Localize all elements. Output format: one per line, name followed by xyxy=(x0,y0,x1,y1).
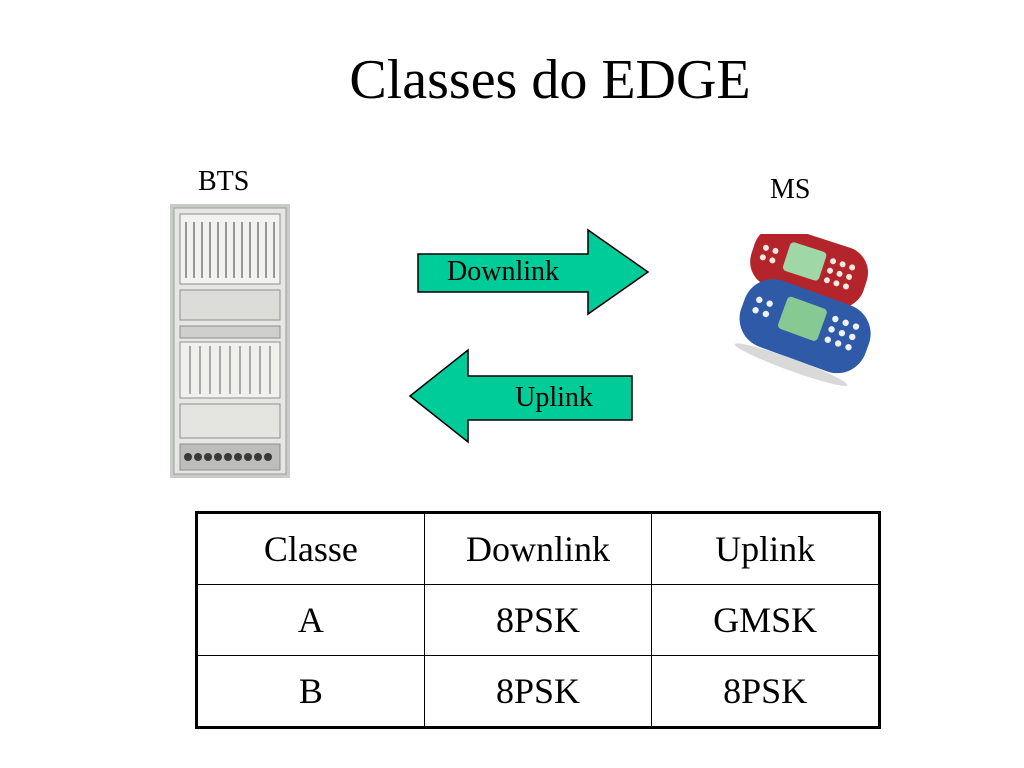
header-cell: Uplink xyxy=(651,512,880,585)
table-cell: B xyxy=(196,655,425,728)
slide-title: Classes do EDGE xyxy=(349,49,751,111)
table-cell: 8PSK xyxy=(423,655,653,728)
table-cell: 8PSK xyxy=(423,584,653,656)
table-cell: A xyxy=(196,584,425,656)
edge-classes-table: Classe Downlink Uplink A 8PSK GMSK B 8PS… xyxy=(195,511,881,729)
downlink-arrow-label: Downlink xyxy=(447,256,559,287)
left-arrow-icon xyxy=(408,348,633,444)
table-cell: 8PSK xyxy=(651,655,880,728)
uplink-arrow: Uplink xyxy=(406,348,636,446)
mobile-phones-image xyxy=(734,234,871,386)
downlink-arrow: Downlink xyxy=(416,228,652,318)
table-cell: GMSK xyxy=(651,584,880,656)
table-row: A 8PSK GMSK xyxy=(196,584,880,656)
ms-label: MS xyxy=(770,174,811,205)
header-cell: Classe xyxy=(196,512,425,585)
bts-rack-image xyxy=(170,204,290,478)
table-header-row: Classe Downlink Uplink xyxy=(196,512,880,585)
right-arrow-icon xyxy=(417,228,650,316)
header-cell: Downlink xyxy=(423,512,653,585)
uplink-arrow-label: Uplink xyxy=(515,382,593,413)
bts-label: BTS xyxy=(198,166,250,197)
table-row: B 8PSK 8PSK xyxy=(196,655,880,728)
